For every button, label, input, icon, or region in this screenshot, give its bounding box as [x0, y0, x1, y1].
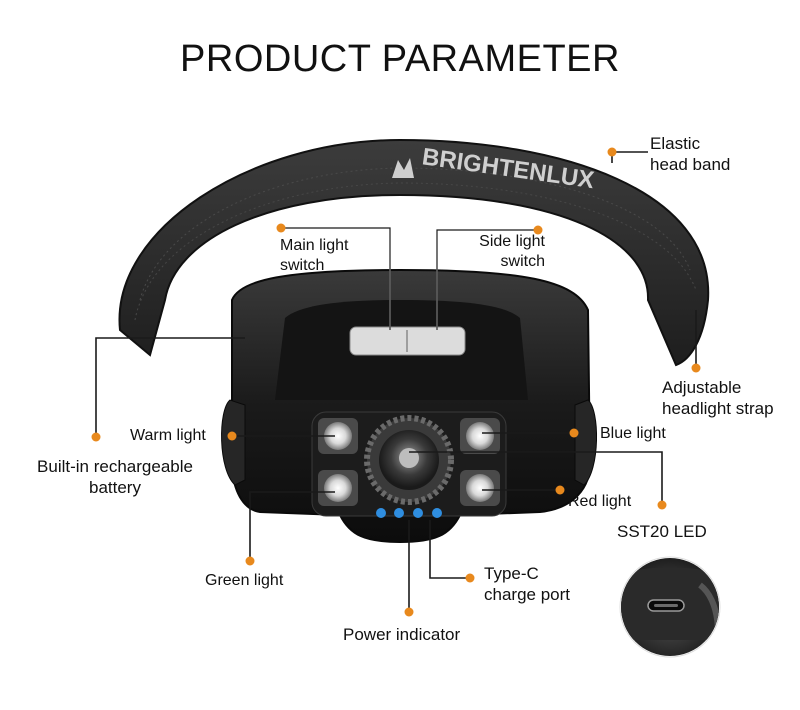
- leader-warm-light-dot: [227, 431, 237, 441]
- leader-blue-light-dot: [569, 428, 579, 438]
- page-title: PRODUCT PARAMETER: [180, 38, 620, 80]
- leader-elastic-band: [611, 151, 648, 163]
- leader-side-switch-inner: [436, 229, 538, 330]
- usb-c-port-icon: [647, 599, 685, 612]
- power-indicator-led-3: [413, 508, 423, 518]
- label-sst20-led: SST20 LED: [617, 522, 707, 541]
- led-green-bottom-left: [318, 470, 358, 506]
- leader-power-indicator-dot: [404, 607, 414, 617]
- label-blue-light: Blue light: [600, 425, 666, 442]
- led-blue-top-right: [460, 418, 500, 454]
- power-indicator-led-1: [376, 508, 386, 518]
- leader-sst20-dot: [657, 500, 667, 510]
- power-indicator-led-4: [432, 508, 442, 518]
- leader-type-c-dot: [465, 573, 475, 583]
- leader-green-light: [249, 491, 335, 561]
- label-green-light: Green light: [205, 572, 284, 589]
- leader-battery-dot: [91, 432, 101, 442]
- leader-red-light-dot: [555, 485, 565, 495]
- leader-battery: [95, 337, 245, 437]
- leader-sst20: [409, 451, 663, 505]
- type-c-inset: [619, 556, 721, 658]
- callout-leaders: [91, 147, 701, 617]
- label-power-indicator: Power indicator: [343, 625, 461, 644]
- led-warm-top-left: [318, 418, 358, 454]
- power-indicator-led-2: [394, 508, 404, 518]
- leader-type-c: [429, 520, 470, 579]
- leader-strap-dot: [691, 363, 701, 373]
- leader-elastic-band-dot: [607, 147, 617, 157]
- leader-main-switch-dot: [276, 223, 286, 233]
- led-red-bottom-right: [460, 470, 500, 506]
- label-red-light: Red light: [568, 493, 632, 510]
- sst20-center-led: [364, 415, 454, 505]
- leader-green-light-dot: [245, 556, 255, 566]
- leader-side-switch-dot: [533, 225, 543, 235]
- label-warm-light: Warm light: [130, 427, 206, 444]
- power-indicator-leds: [376, 508, 442, 518]
- elastic-head-band: [118, 138, 710, 367]
- leader-main-switch-inner: [281, 227, 391, 330]
- headlamp-body: [221, 268, 597, 544]
